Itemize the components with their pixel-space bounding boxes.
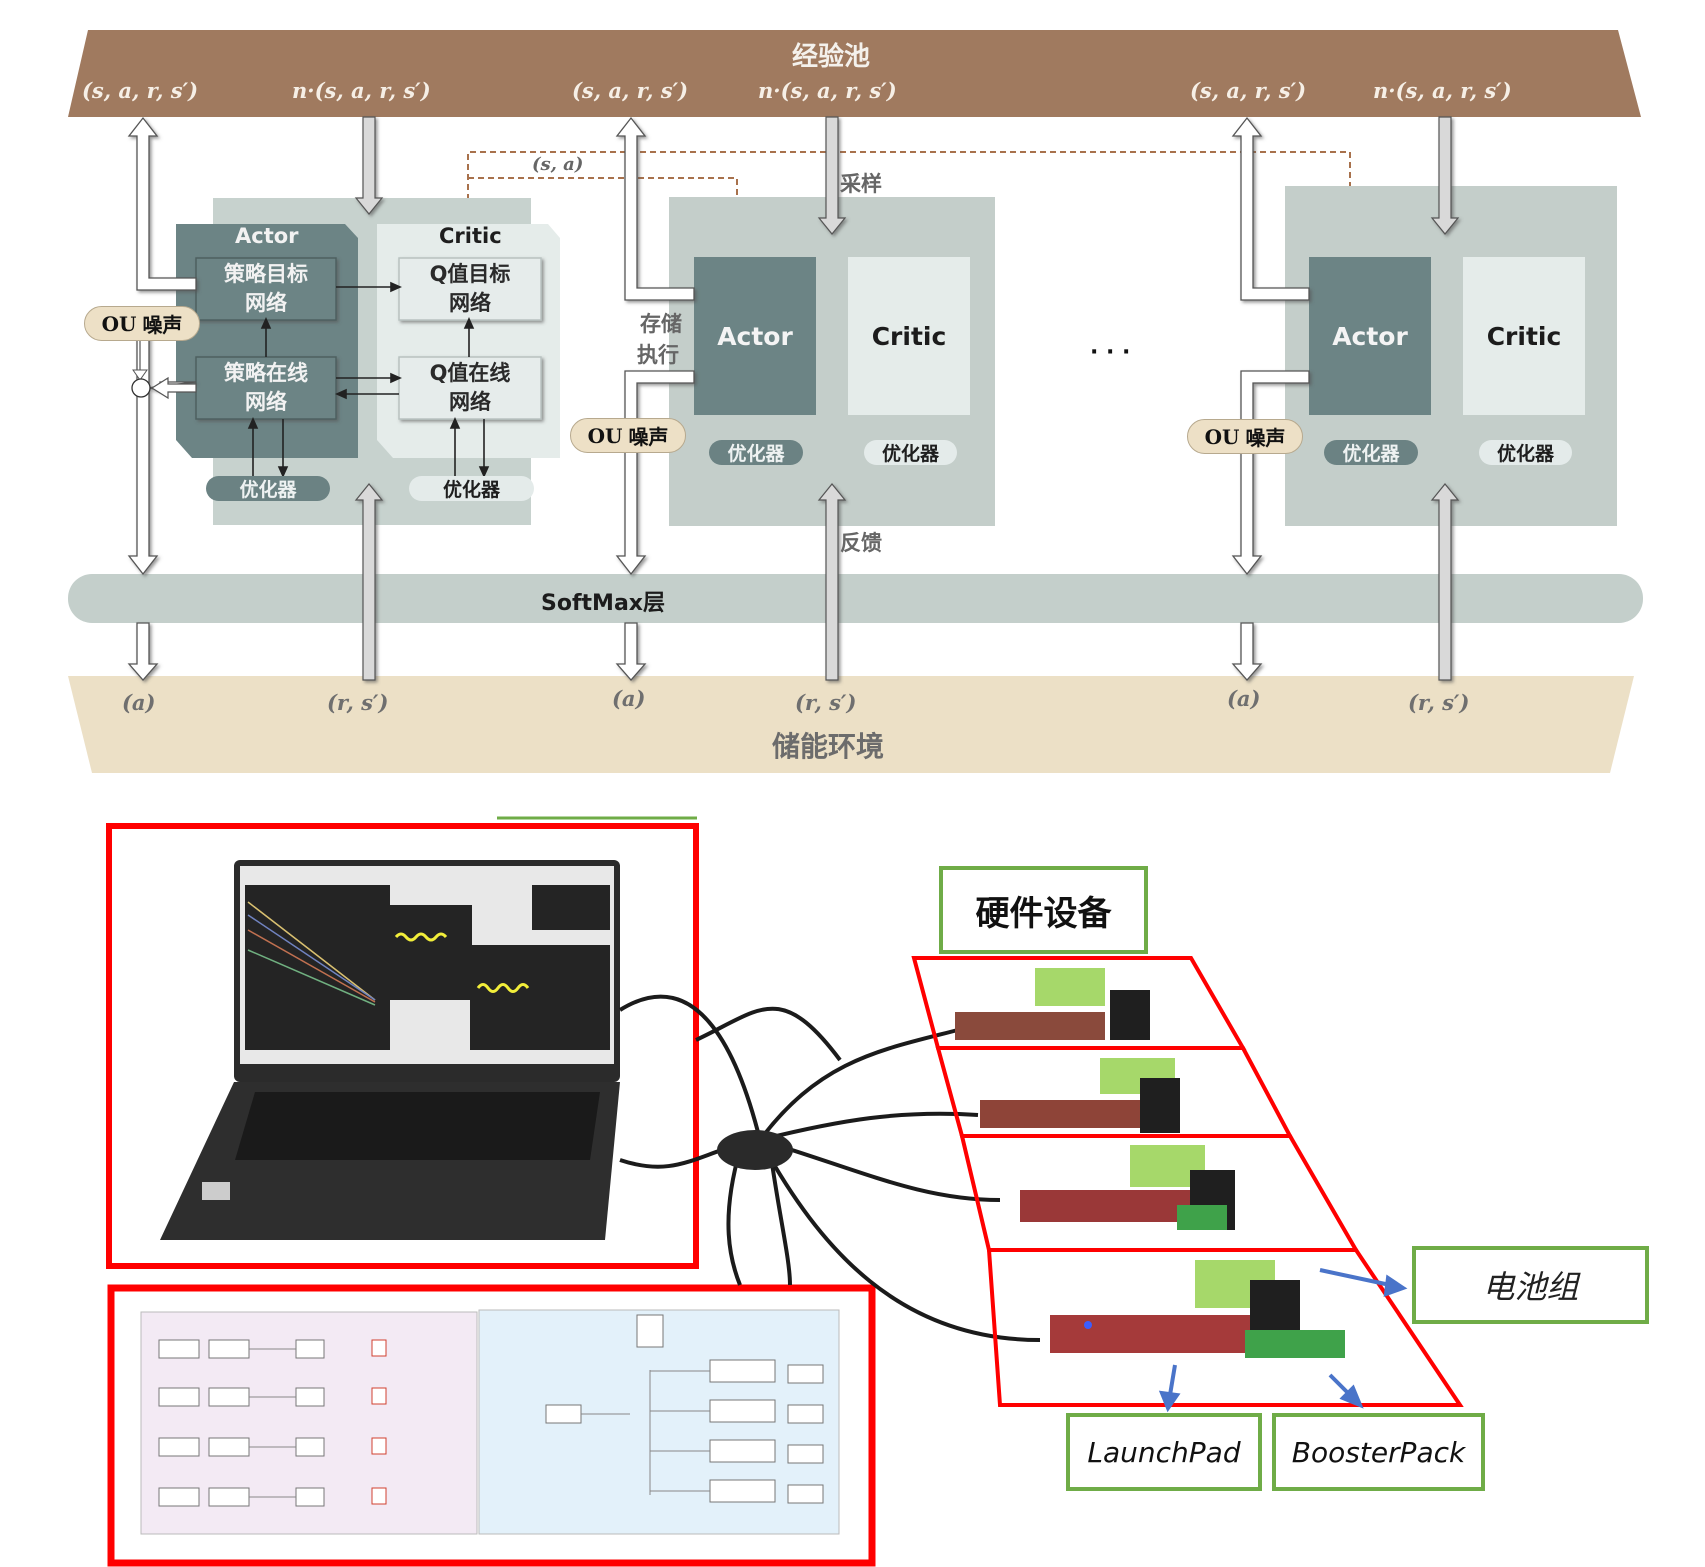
sum-node [131, 378, 151, 398]
env-label-4: (r, s′) [795, 690, 857, 715]
ou-noise-badge-2: OU 噪声 [570, 418, 686, 453]
grey-arrows [354, 116, 1460, 681]
ou-noise-prefix: OU [1204, 424, 1240, 449]
boosterpack-label-box: BoosterPack [1272, 1413, 1485, 1491]
actor-optimizer-pill: 优化器 [206, 476, 330, 501]
softmax-label: SoftMax层 [541, 591, 665, 616]
softmax-bar [68, 574, 1643, 623]
simulink-blocks [158, 1314, 824, 1507]
policy-target-net-line2: 网络 [245, 291, 287, 315]
hardware-boards [955, 968, 1345, 1358]
policy-target-net-box [195, 257, 337, 321]
dashed-sa-lines [467, 151, 1351, 200]
laptop [160, 860, 620, 1240]
online-to-sum-arrow [150, 376, 197, 400]
ou-to-sum-arrowhead [132, 369, 148, 381]
experience-pool-title: 经验池 [792, 42, 871, 72]
agentn-actor-box [1309, 257, 1431, 415]
q-target-net-box [398, 257, 542, 321]
feedback-label: 反馈 [840, 531, 882, 555]
critic-optimizer-pill: 优化器 [409, 476, 534, 501]
execute-label: 执行 [637, 343, 679, 367]
ou-noise-badge-1: OU 噪声 [84, 306, 200, 341]
pool-label-3: (s, a, r, s′) [572, 78, 689, 103]
critic-panel-title: Critic [439, 224, 502, 248]
ou-noise-prefix: OU [101, 311, 137, 336]
agent2-critic-box [848, 257, 970, 415]
agentn-actor-label: Actor [1332, 321, 1408, 351]
agentn-critic-optimizer: 优化器 [1479, 440, 1572, 465]
env-label-2: (r, s′) [327, 690, 389, 715]
launchpad-label-box: LaunchPad [1066, 1413, 1262, 1491]
agents-ellipsis: · · · [1090, 340, 1131, 365]
usb-hub [717, 1130, 793, 1170]
experience-pool-band [68, 30, 1641, 117]
env-label-3: (a) [612, 686, 646, 711]
hardware-stack-frame [911, 956, 1464, 1407]
ou-noise-text: 噪声 [142, 313, 183, 337]
q-online-net-line1: Q值在线 [429, 361, 511, 385]
q-online-net: Q值在线 网络 [399, 357, 541, 419]
launchpad-label: LaunchPad [1087, 1435, 1241, 1469]
policy-target-net-line1: 策略目标 [224, 262, 308, 286]
env-label-6: (r, s′) [1408, 690, 1470, 715]
agentn-critic-box [1463, 257, 1585, 415]
boosterpack-label: BoosterPack [1291, 1435, 1466, 1469]
pool-label-5: (s, a, r, s′) [1190, 78, 1307, 103]
ou-noise-prefix: OU [587, 423, 623, 448]
simulink-wires [249, 1348, 710, 1498]
sample-label: 采样 [840, 172, 882, 196]
policy-target-net: 策略目标 网络 [196, 258, 336, 320]
agent2-actor-box [694, 257, 816, 415]
pool-label-1: (s, a, r, s′) [82, 78, 199, 103]
laptop-red-frame [106, 823, 699, 1269]
pool-label-2: n·(s, a, r, s′) [292, 78, 431, 103]
agent2-critic-optimizer: 优化器 [864, 440, 957, 465]
q-online-net-box [398, 356, 542, 420]
ou-noise-text: 噪声 [1245, 426, 1286, 450]
q-target-net-line1: Q值目标 [429, 262, 511, 286]
hardware-title: 硬件设备 [975, 893, 1112, 934]
internal-arrows [247, 281, 490, 478]
policy-online-net-line1: 策略在线 [224, 361, 308, 385]
agent2-actor-label: Actor [717, 321, 793, 351]
battery-label-box: 电池组 [1412, 1246, 1649, 1324]
agentn-critic-label: Critic [1486, 321, 1562, 351]
q-target-net: Q值目标 网络 [399, 258, 541, 320]
env-label-5: (a) [1227, 686, 1261, 711]
battery-label: 电池组 [1482, 1268, 1579, 1306]
q-online-net-line2: 网络 [449, 390, 491, 414]
policy-online-net-line2: 网络 [245, 390, 287, 414]
pointer-arrows [1158, 1268, 1408, 1413]
environment-title: 储能环境 [772, 730, 885, 763]
agent2-actor-optimizer: 优化器 [709, 440, 803, 465]
pool-label-6: n·(s, a, r, s′) [1373, 78, 1512, 103]
pool-label-4: n·(s, a, r, s′) [758, 78, 897, 103]
env-label-1: (a) [122, 690, 156, 715]
environment-band [68, 676, 1634, 773]
agentn-actor-optimizer: 优化器 [1324, 440, 1418, 465]
actor-panel-title: Actor [235, 224, 299, 248]
ou-noise-text: 噪声 [628, 425, 669, 449]
agent2-critic-label: Critic [871, 321, 947, 351]
policy-online-net: 策略在线 网络 [196, 357, 336, 419]
dashed-sa-label: (s, a) [532, 154, 584, 175]
hardware-title-box: 硬件设备 [939, 866, 1148, 954]
usb-cables [618, 994, 1041, 1342]
simulink-red-frame [107, 1284, 876, 1567]
store-label: 存储 [640, 312, 682, 336]
q-target-net-line2: 网络 [449, 291, 491, 315]
policy-online-net-box [195, 356, 337, 420]
ou-noise-badge-n: OU 噪声 [1187, 419, 1303, 454]
